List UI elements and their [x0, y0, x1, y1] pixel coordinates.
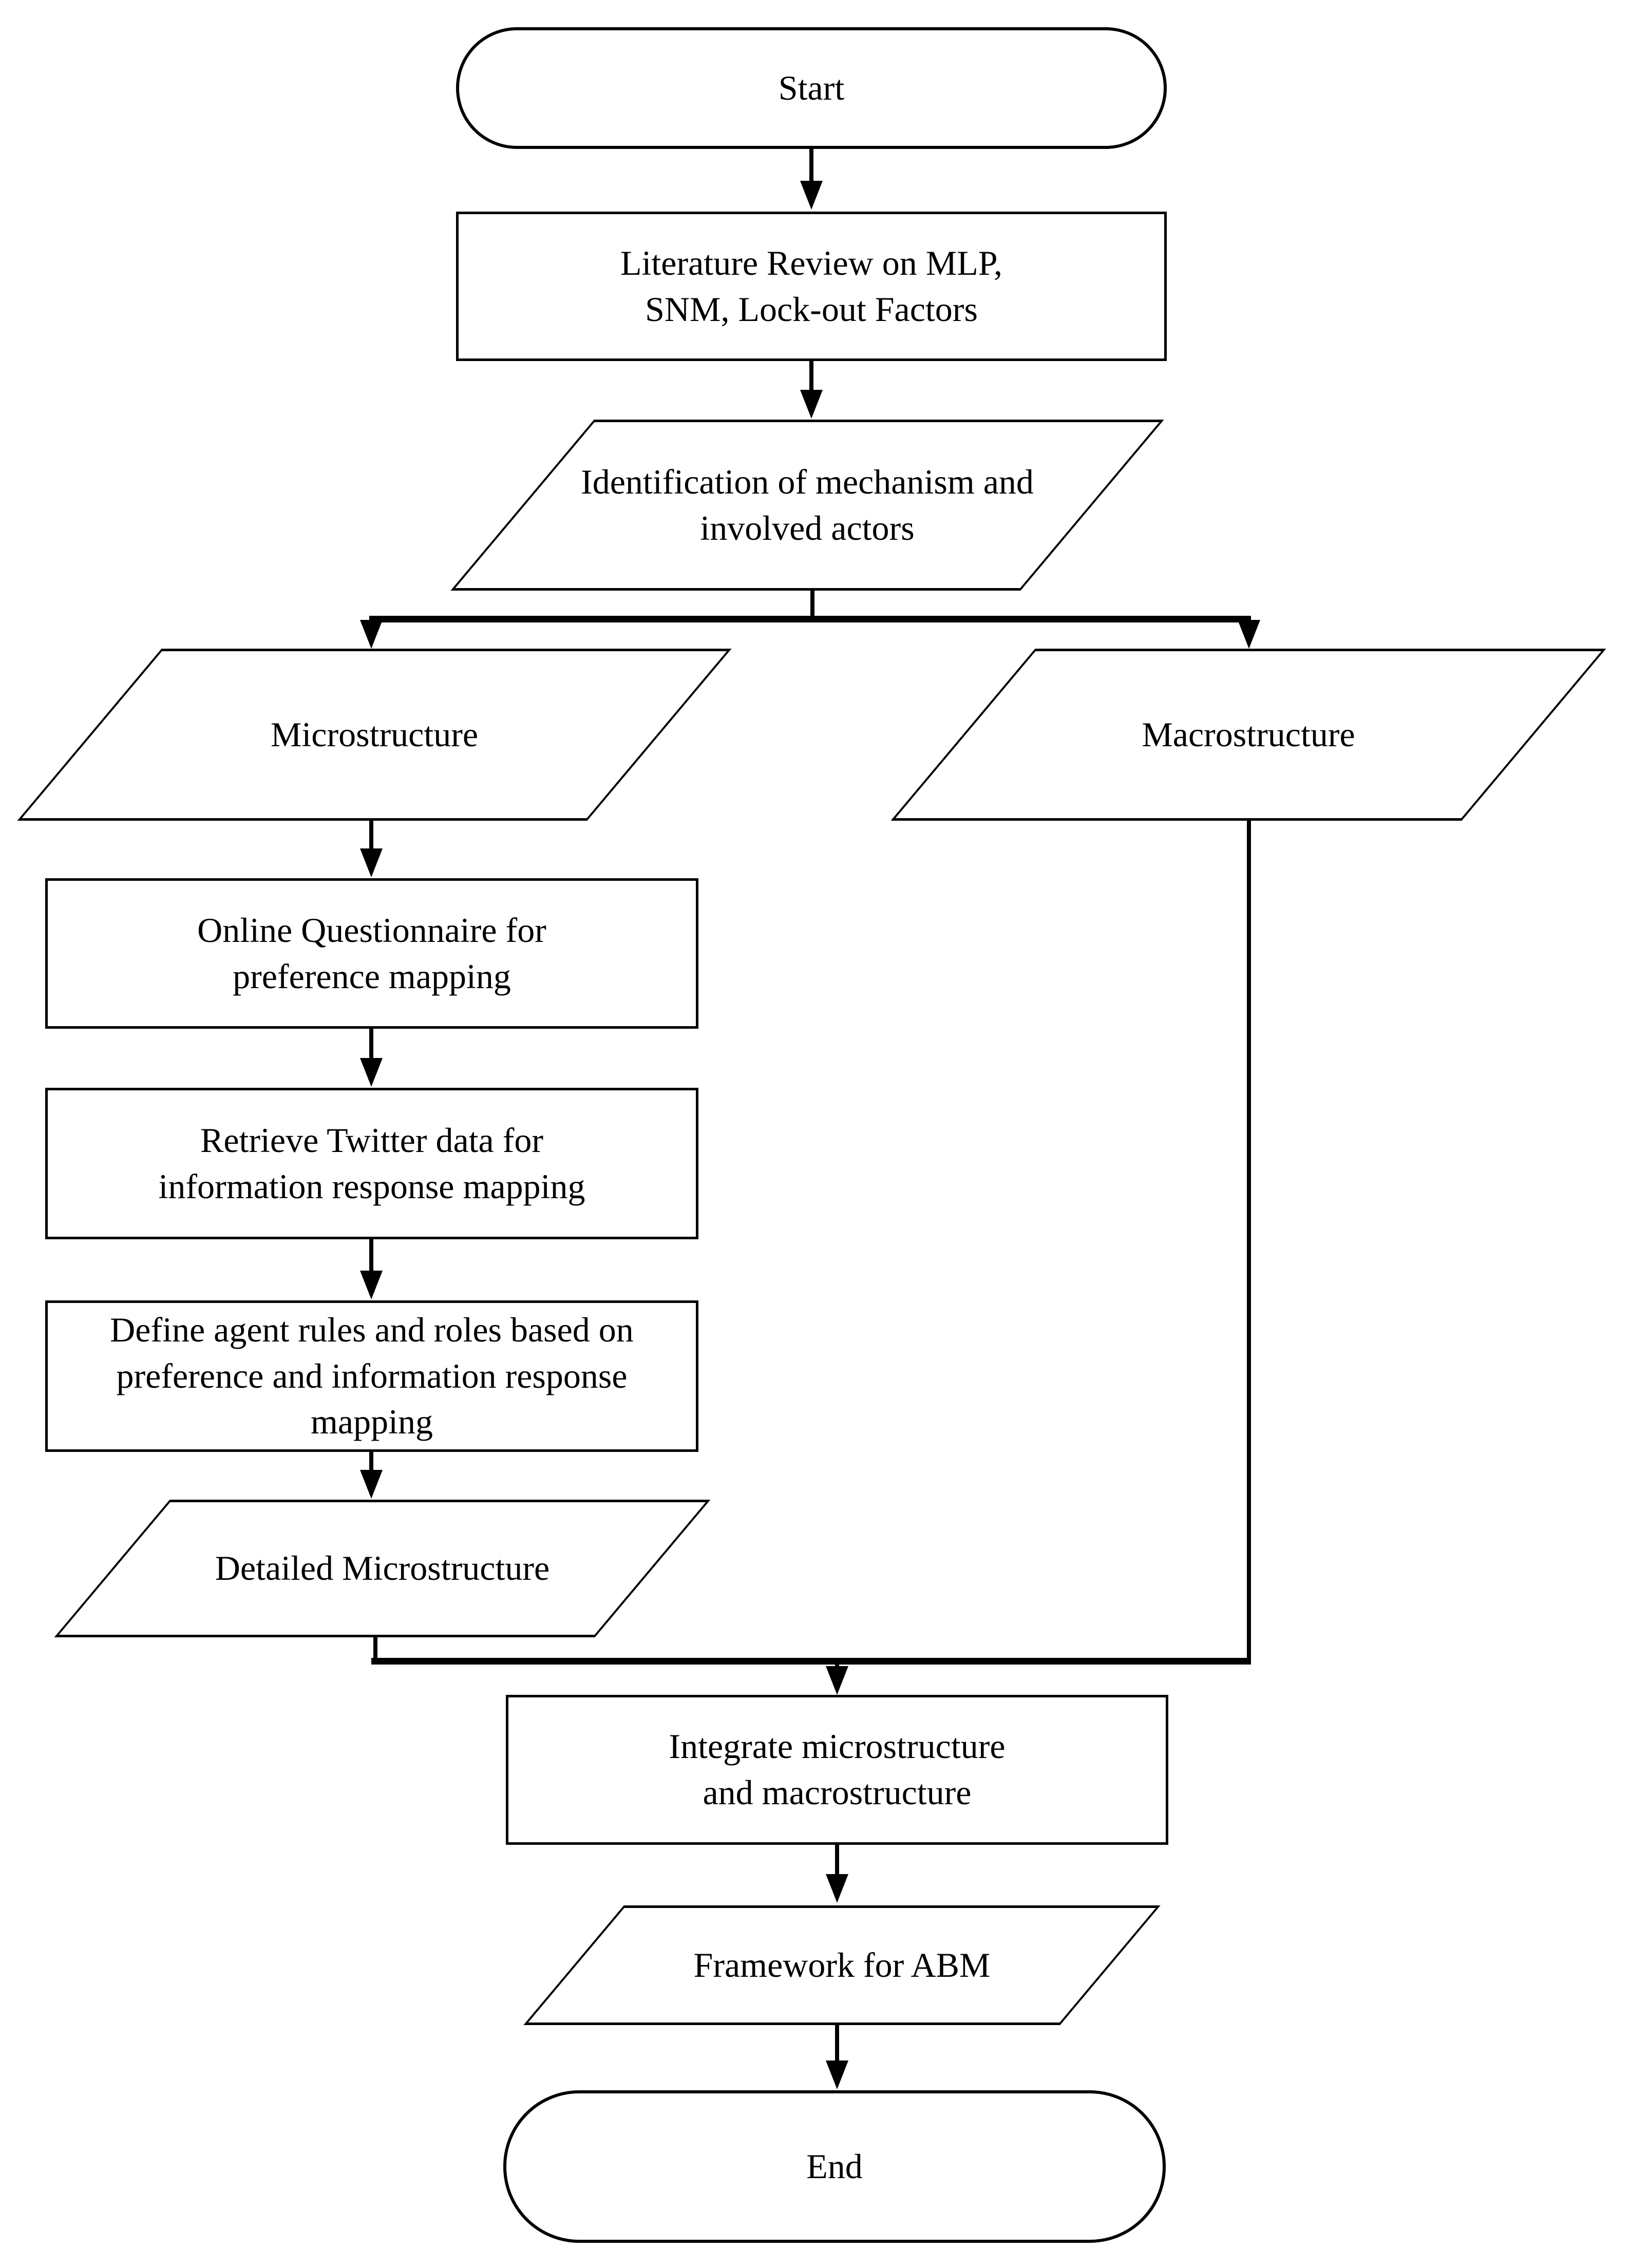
arrow-head: [360, 1470, 383, 1499]
macrostructure-node: Macrostructure: [890, 649, 1606, 821]
arrow-shaft: [369, 1029, 373, 1060]
macrostructure-line: [1247, 821, 1251, 1664]
connector-detailed-merge: [373, 1637, 377, 1664]
literature-line-1: Literature Review on MLP,: [620, 243, 1003, 282]
arrow-head: [826, 2061, 848, 2089]
twitter-line-1: Retrieve Twitter data for: [200, 1120, 544, 1160]
arrow-head: [826, 1666, 848, 1695]
arrow-shaft: [835, 1845, 839, 1876]
arrow-head: [360, 620, 383, 649]
merge-line: [371, 1658, 1251, 1665]
identification-line-2: involved actors: [700, 508, 915, 547]
arrow-head: [360, 1058, 383, 1087]
arrow-shaft: [835, 2025, 839, 2063]
define-node: Define agent rules and roles based on pr…: [45, 1300, 698, 1452]
integrate-node: Integrate microstructure and macrostruct…: [506, 1695, 1168, 1845]
branch-stem: [810, 591, 814, 619]
arrow-head: [826, 1874, 848, 1903]
literature-node: Literature Review on MLP, SNM, Lock-out …: [456, 212, 1167, 361]
end-label: End: [806, 2146, 863, 2186]
arrow-shaft: [369, 821, 373, 850]
end-node: End: [503, 2090, 1166, 2243]
arrow-shaft: [809, 149, 813, 183]
arrow-head: [360, 848, 383, 877]
arrow-head: [360, 1271, 383, 1299]
microstructure-label: Microstructure: [270, 714, 479, 754]
literature-line-2: SNM, Lock-out Factors: [645, 289, 978, 329]
identification-line-1: Identification of mechanism and: [581, 462, 1034, 501]
questionnaire-line-1: Online Questionnaire for: [197, 910, 546, 950]
identification-label: Identification of mechanism and involved…: [522, 459, 1092, 552]
arrow-head: [800, 390, 823, 419]
questionnaire-node: Online Questionnaire for preference mapp…: [45, 878, 698, 1029]
identification-node: Identification of mechanism and involved…: [450, 420, 1164, 591]
branch-line: [369, 616, 1251, 622]
twitter-line-2: information response mapping: [158, 1166, 585, 1206]
integrate-line-2: and macrostructure: [703, 1773, 972, 1812]
arrow-shaft: [369, 1452, 373, 1472]
microstructure-node: Microstructure: [17, 649, 732, 821]
arrow-head: [800, 181, 823, 210]
framework-node: Framework for ABM: [523, 1905, 1161, 2025]
arrow-shaft: [369, 1239, 373, 1273]
arrow-head: [1238, 620, 1260, 649]
integrate-line-1: Integrate microstructure: [669, 1727, 1006, 1766]
detailed-label: Detailed Microstructure: [215, 1548, 550, 1588]
questionnaire-line-2: preference mapping: [233, 956, 511, 996]
arrow-shaft: [809, 361, 813, 392]
twitter-node: Retrieve Twitter data for information re…: [45, 1088, 698, 1239]
define-line-1: Define agent rules and roles based on: [110, 1310, 634, 1349]
start-node: Start: [456, 27, 1167, 149]
macrostructure-label: Macrostructure: [1142, 714, 1355, 754]
define-line-2: preference and information response: [116, 1356, 628, 1395]
define-line-3: mapping: [311, 1402, 433, 1442]
framework-label: Framework for ABM: [693, 1945, 991, 1984]
detailed-node: Detailed Microstructure: [54, 1500, 711, 1637]
start-label: Start: [778, 68, 845, 107]
